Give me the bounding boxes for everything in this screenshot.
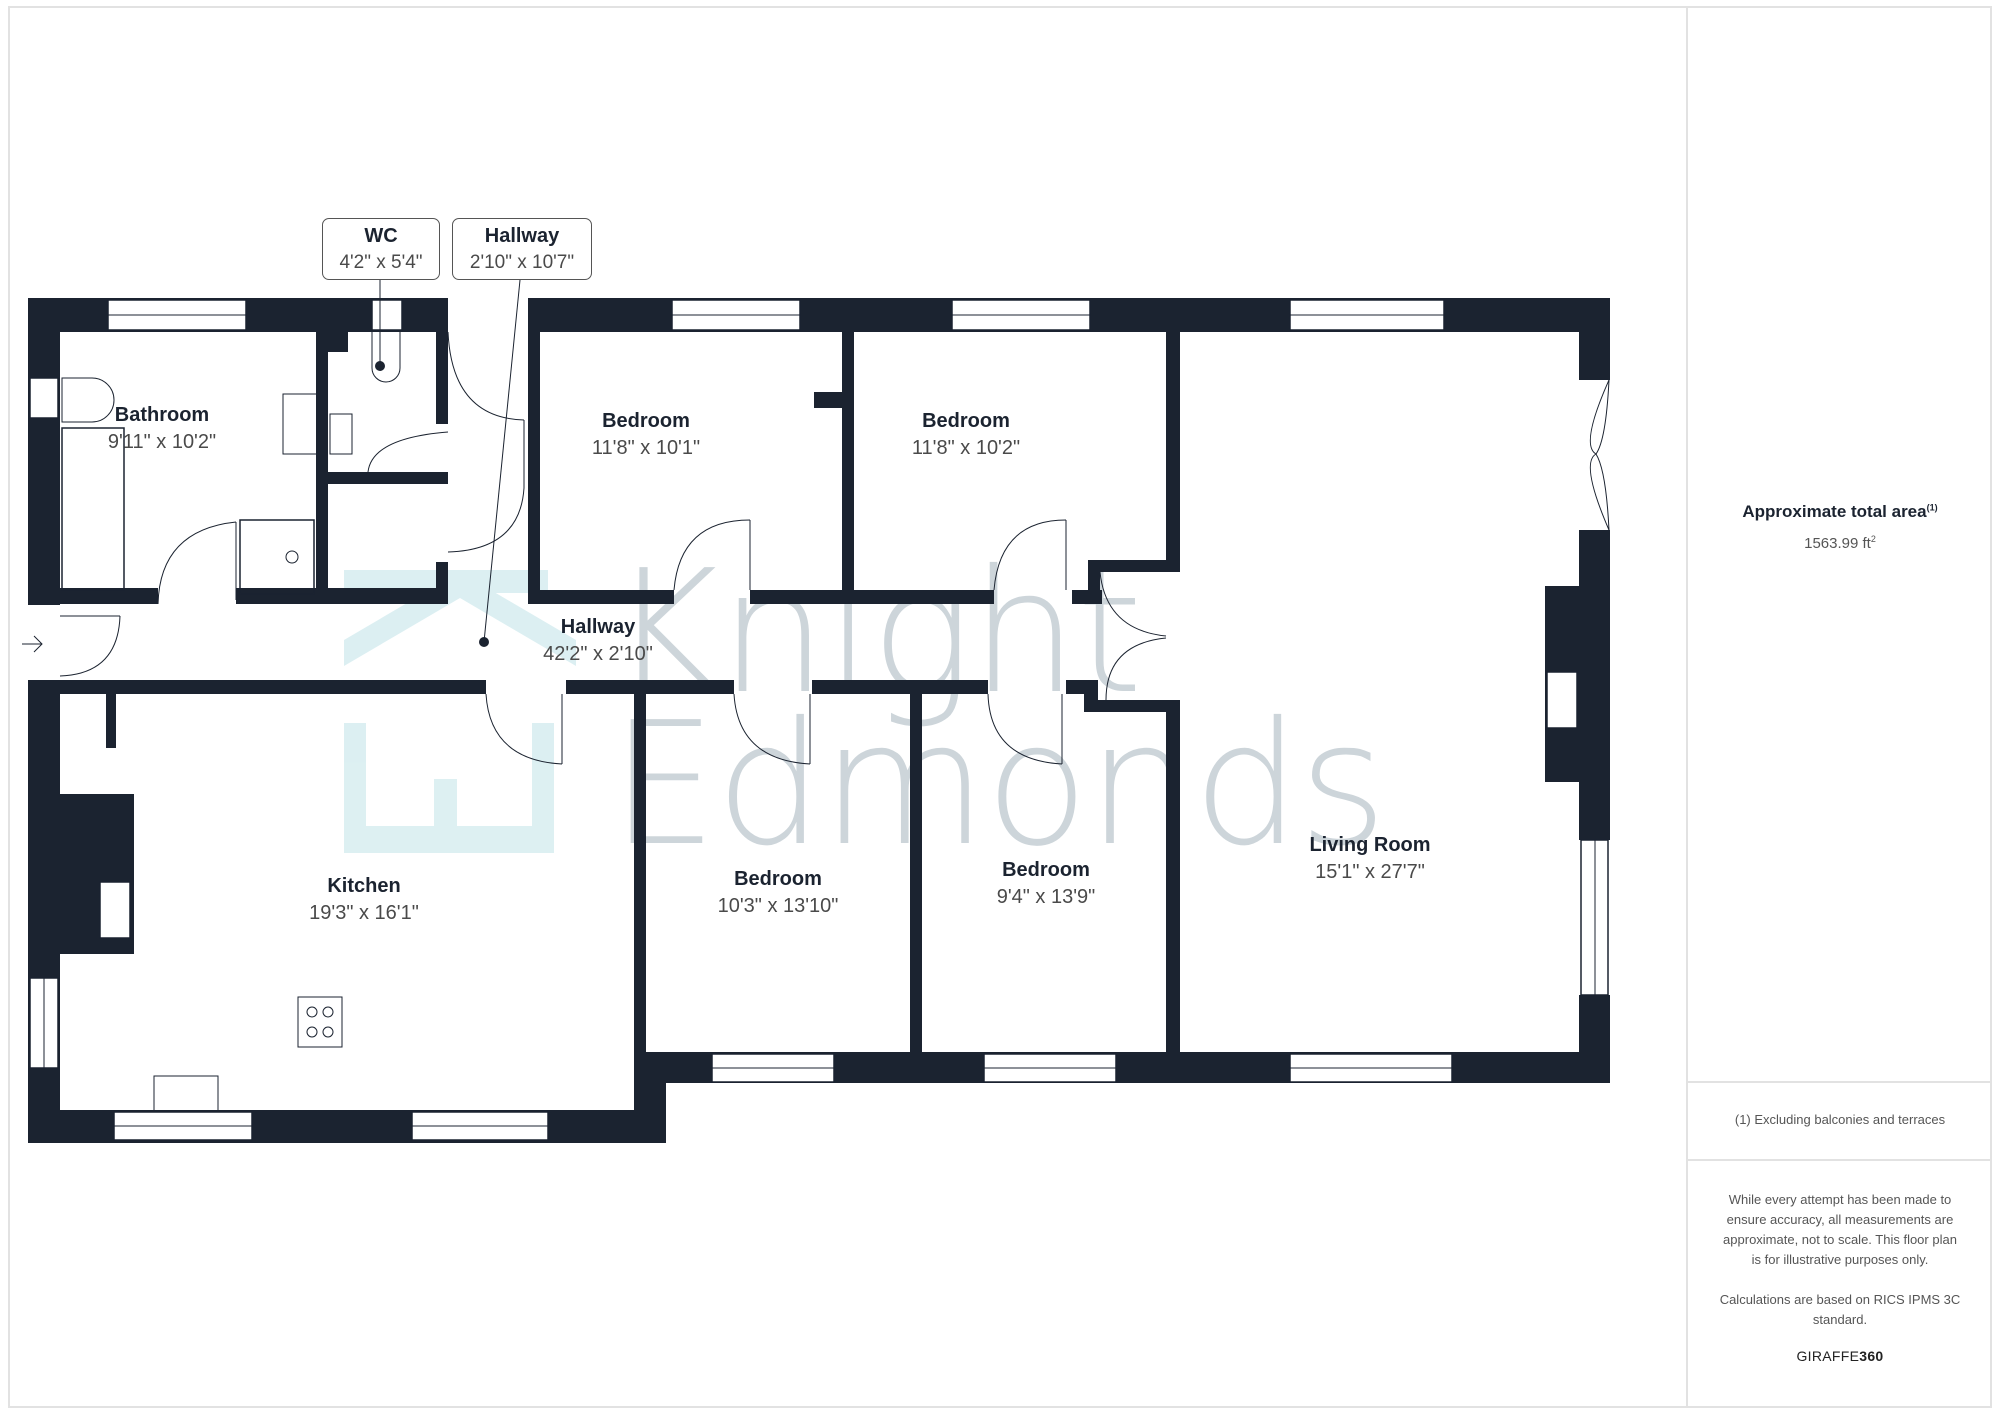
room-label-bedroom-4: Bedroom 9'4" x 13'9" [996, 859, 1096, 908]
room-label-bedroom-1: Bedroom 11'8" x 10'1" [591, 410, 701, 459]
room-name: WC [364, 225, 398, 247]
area-footnote: (1) Excluding balconies and terraces [1734, 1112, 1946, 1127]
disclaimer-block: While every attempt has been made to ens… [1688, 1190, 1992, 1364]
area-title: Approximate total area(1) [1742, 502, 1938, 521]
total-area-block: Approximate total area(1) 1563.99 ft2 [1688, 502, 1992, 552]
side-panel-separator [1686, 1159, 1992, 1161]
area-value: 1563.99 ft2 [1804, 534, 1876, 552]
room-name: Hallway [484, 225, 560, 247]
room-label-bedroom-3: Bedroom 10'3" x 13'10" [717, 868, 839, 917]
wc-callout-anchor [375, 361, 385, 371]
watermark-text-edmonds: Edmonds [610, 686, 1387, 884]
page-frame [8, 6, 1992, 1408]
room-label-bathroom: Bathroom 9'11" x 10'2" [107, 404, 217, 453]
side-panel-separator [1686, 1081, 1992, 1083]
hallway-small-callout: Hallway 2'10" x 10'7" [452, 218, 592, 280]
disclaimer-text: While every attempt has been made to ens… [1723, 1192, 1957, 1267]
floor-plan-walls [22, 279, 1610, 1143]
room-dimensions: 2'10" x 10'7" [469, 252, 575, 273]
room-label-bedroom-2: Bedroom 11'8" x 10'2" [911, 410, 1021, 459]
side-panel-divider [1686, 6, 1688, 1408]
hallway-callout-anchor [479, 637, 489, 647]
room-label-living-room: Living Room 15'1" x 27'7" [1309, 834, 1431, 883]
calculation-note: Calculations are based on RICS IPMS 3C s… [1719, 1292, 1961, 1327]
room-dimensions: 4'2" x 5'4" [339, 252, 423, 273]
wc-callout: WC 4'2" x 5'4" [322, 218, 440, 280]
room-label-kitchen: Kitchen 19'3" x 16'1" [309, 875, 419, 924]
room-label-hallway-main: Hallway 42'2" x 2'10" [543, 616, 653, 665]
floor-plan: Knight Edmonds [22, 218, 1610, 1143]
brand-logo: GIRAFFE360 [1796, 1348, 1884, 1364]
